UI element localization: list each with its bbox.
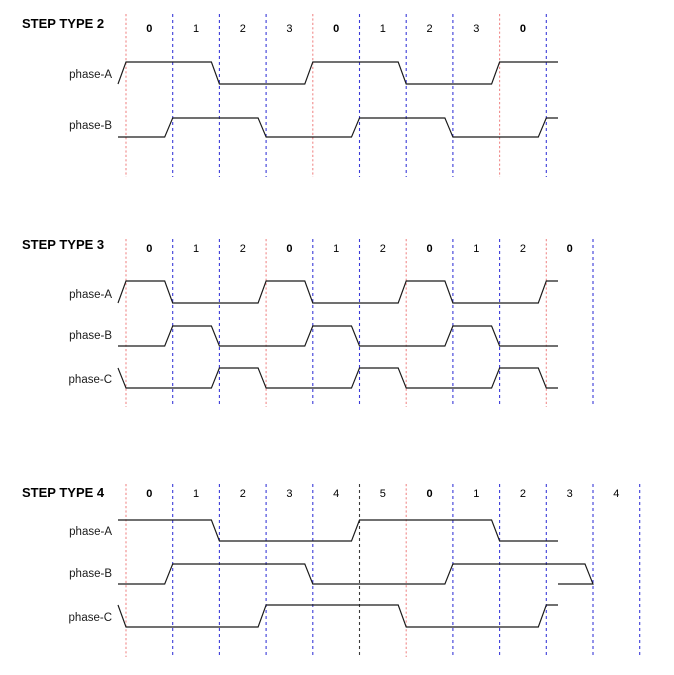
waveform-step-type-2-phase-A	[117, 61, 558, 85]
phase-label-phase-B: phase-B	[69, 330, 112, 342]
waveform-step-type-4-phase-C	[117, 604, 558, 628]
step-number-label: 3	[567, 488, 573, 500]
step-number-label: 0	[520, 23, 526, 35]
phase-label-phase-A: phase-A	[69, 289, 112, 301]
waveform-step-type-3-phase-B	[118, 325, 558, 347]
section-title-step-type-3: STEP TYPE 3	[22, 237, 104, 252]
step-number-label: 4	[613, 488, 619, 500]
phase-label-phase-C: phase-C	[69, 612, 112, 624]
step-number-label: 0	[146, 488, 152, 500]
step-number-label: 2	[426, 23, 432, 35]
step-number-label: 0	[567, 243, 573, 255]
step-number-label: 0	[426, 488, 432, 500]
step-number-label: 2	[240, 243, 246, 255]
step-number-label: 2	[240, 488, 246, 500]
step-number-label: 1	[193, 243, 199, 255]
section-step-type-4: STEP TYPE 4 0 1 2 3 4 5 0 1 2 3 4 phase-A phase-B phas…	[22, 484, 641, 657]
step-number-label: 0	[426, 243, 432, 255]
phase-label-phase-A: phase-A	[69, 526, 112, 538]
step-number-label: 3	[473, 23, 479, 35]
step-number-label: 1	[333, 243, 339, 255]
step-number-label: 0	[286, 243, 292, 255]
section-title-step-type-2: STEP TYPE 2	[22, 16, 104, 31]
waveform-step-type-3-phase-C	[117, 367, 558, 389]
step-number-label: 1	[380, 23, 386, 35]
step-number-label: 0	[333, 23, 339, 35]
phase-label-phase-B: phase-B	[69, 120, 112, 132]
step-number-label: 4	[333, 488, 339, 500]
waveform-step-type-4-phase-A	[118, 519, 558, 542]
phase-label-phase-C: phase-C	[69, 374, 112, 386]
step-number-label: 3	[286, 488, 292, 500]
waveform-step-type-2-phase-B	[118, 117, 558, 138]
step-number-label: 0	[146, 23, 152, 35]
step-number-label: 0	[146, 243, 152, 255]
step-number-label: 2	[520, 243, 526, 255]
step-number-label: 1	[473, 488, 479, 500]
section-step-type-3: STEP TYPE 3 0 1 2 0 1 2 0 1 2 0 phase-A phase-B phase…	[22, 237, 594, 407]
step-number-label: 3	[286, 23, 292, 35]
step-number-label: 1	[193, 488, 199, 500]
step-number-label: 1	[193, 23, 199, 35]
phase-label-phase-B: phase-B	[69, 568, 112, 580]
step-number-label: 2	[520, 488, 526, 500]
waveform-step-type-4-phase-B	[118, 563, 594, 585]
step-number-label: 2	[380, 243, 386, 255]
step-number-label: 1	[473, 243, 479, 255]
section-step-type-2: STEP TYPE 2 0 1 2 3 0 1 2 3 0 phase-A phase-B	[22, 14, 558, 177]
phase-label-phase-A: phase-A	[69, 69, 112, 81]
waveform-step-type-3-phase-A	[117, 280, 558, 304]
step-number-label: 2	[240, 23, 246, 35]
step-number-label: 5	[380, 488, 386, 500]
section-title-step-type-4: STEP TYPE 4	[22, 485, 105, 500]
